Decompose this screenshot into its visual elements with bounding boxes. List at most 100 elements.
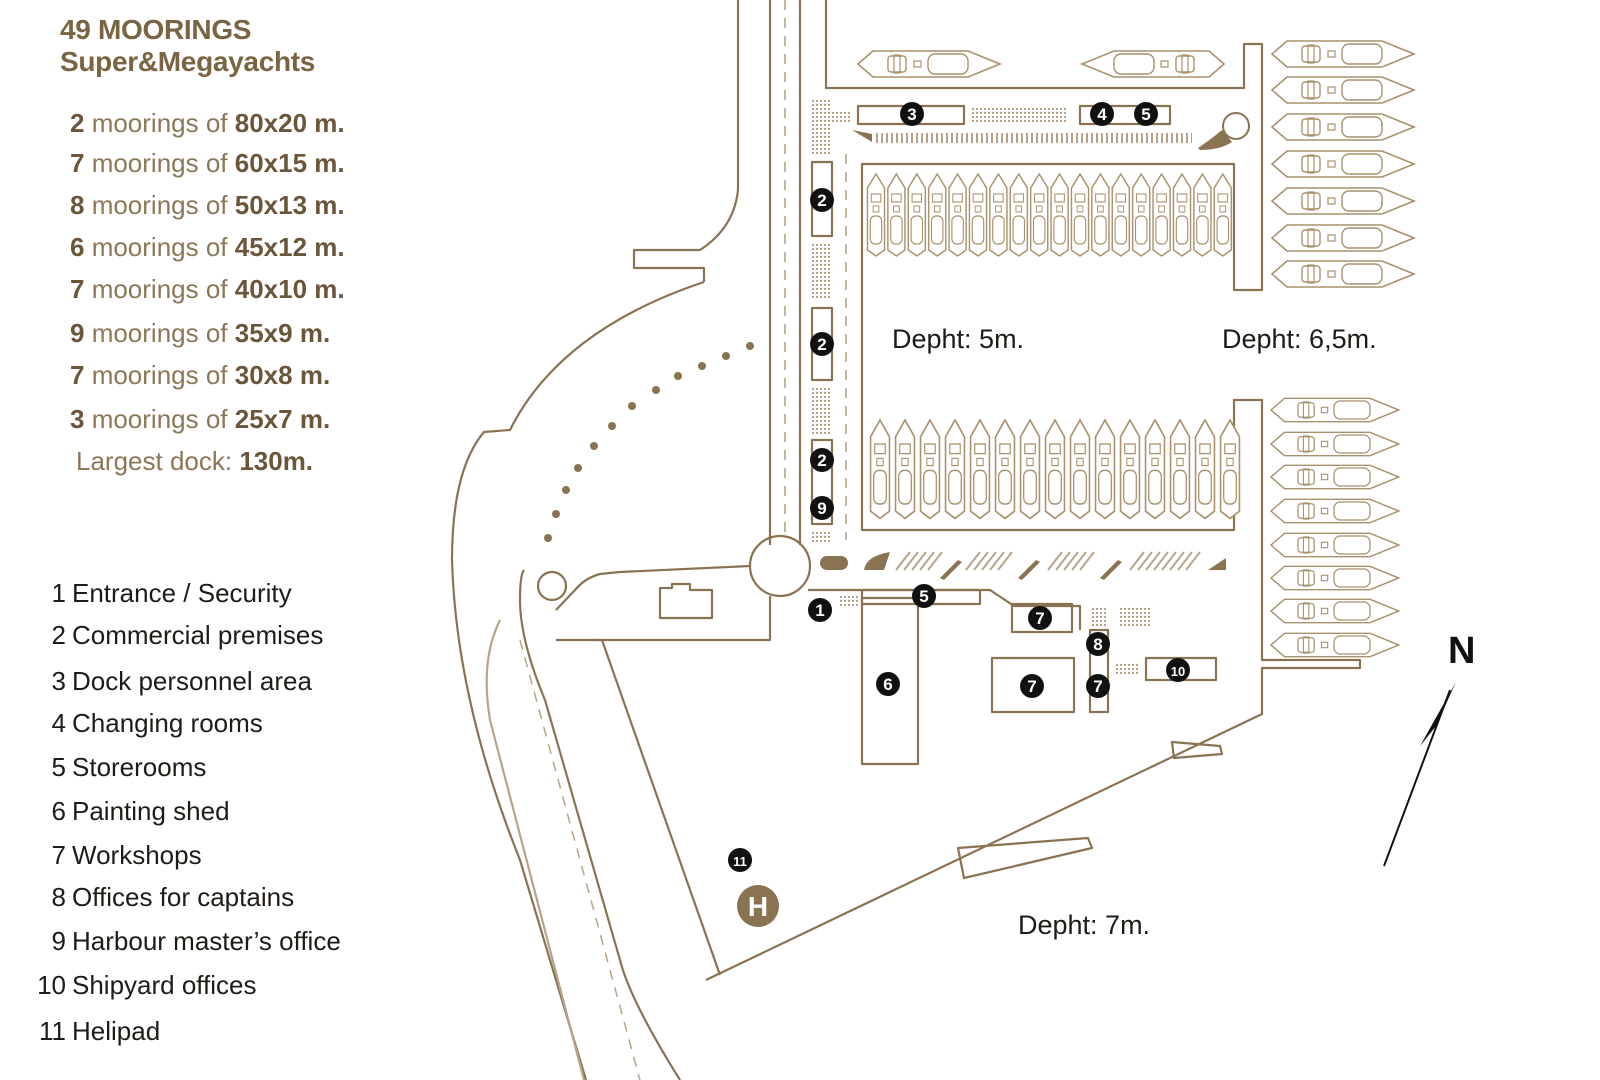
legend-label: Changing rooms xyxy=(72,708,263,738)
mooring-text: moorings of xyxy=(84,404,235,434)
mooring-size: 80x20 m. xyxy=(234,108,345,138)
depth-label-south: Depht: 7m. xyxy=(1018,910,1151,940)
marker-number: 3 xyxy=(907,105,916,124)
mooring-count: 9 xyxy=(70,318,85,348)
yacht-icon xyxy=(1131,173,1151,257)
legend-number: 10 xyxy=(37,970,66,1000)
map-marker: 11 xyxy=(728,848,752,872)
mooring-text: moorings of xyxy=(84,148,235,178)
largest-dock-value: 130m. xyxy=(239,446,314,476)
yacht-icon xyxy=(927,173,947,257)
marker-number: 9 xyxy=(817,499,826,518)
marker-number: 6 xyxy=(883,675,892,694)
yacht-icon xyxy=(1270,431,1400,457)
yacht-icon xyxy=(1119,419,1141,520)
legend-number: 4 xyxy=(51,708,66,738)
legend-number: 6 xyxy=(51,796,66,826)
yacht-icon xyxy=(948,173,967,257)
yacht-icon xyxy=(1172,173,1192,257)
map-marker: 5 xyxy=(912,584,936,608)
marker-number: 7 xyxy=(1027,677,1036,696)
mooring-count: 8 xyxy=(70,190,85,220)
yacht-icon xyxy=(1094,419,1116,520)
marker-dot xyxy=(912,584,936,608)
legend-number: 11 xyxy=(39,1016,66,1046)
yacht-icon xyxy=(1213,173,1233,257)
yacht-icon xyxy=(1270,532,1400,558)
heading-title: 49 MOORINGS xyxy=(60,14,252,45)
north-arrow-icon xyxy=(1383,682,1456,867)
yacht-icon xyxy=(866,173,886,257)
map-marker: 1 xyxy=(808,598,832,622)
legend-number: 2 xyxy=(51,620,66,650)
legend-number: 7 xyxy=(51,840,66,870)
moorings-heading: 49 MOORINGS Super&Megayachts xyxy=(60,14,315,78)
yacht-icon xyxy=(1271,76,1415,104)
legend-label: Painting shed xyxy=(72,796,230,826)
largest-dock: Largest dock: 130m. xyxy=(76,446,313,477)
marker-dot xyxy=(1020,674,1044,698)
yacht-icon xyxy=(1270,632,1400,658)
yacht-icon xyxy=(1270,464,1400,490)
yacht-icon xyxy=(1144,419,1166,520)
yacht-icon xyxy=(1271,187,1415,215)
marker-dot xyxy=(808,598,832,622)
yacht-icon xyxy=(969,419,991,520)
mooring-text: moorings of xyxy=(84,318,235,348)
mooring-size: 60x15 m. xyxy=(234,148,345,178)
marker-dot xyxy=(1134,102,1158,126)
yacht-icon xyxy=(1270,598,1400,624)
mooring-text: moorings of xyxy=(84,274,235,304)
yacht-icon xyxy=(1271,260,1415,288)
legend-label: Shipyard offices xyxy=(72,970,257,1000)
legend-label: Dock personnel area xyxy=(72,666,312,696)
mooring-count: 7 xyxy=(70,360,85,390)
yacht-icon xyxy=(1044,419,1066,520)
map-marker: 10 xyxy=(1166,658,1190,682)
outer-breakwater-edge xyxy=(450,280,705,1080)
marker-number: 5 xyxy=(1141,105,1150,124)
marker-number: 11 xyxy=(733,854,747,869)
largest-dock-label: Largest dock: xyxy=(76,446,240,476)
marker-dot xyxy=(1090,102,1114,126)
mooring-text: moorings of xyxy=(84,108,235,138)
map-marker: 4 xyxy=(1090,102,1114,126)
yacht-icon xyxy=(989,173,1008,257)
yacht-icon xyxy=(907,173,927,257)
map-marker: 8 xyxy=(1086,632,1110,656)
yacht-icon xyxy=(1111,173,1131,257)
legend-label: Harbour master’s office xyxy=(72,926,341,956)
mooring-item: 8 moorings of 50x13 m. xyxy=(70,190,345,221)
depth-label-inner: Depht: 5m. xyxy=(892,324,1025,354)
yacht-icon xyxy=(1271,150,1415,178)
map-marker: 7 xyxy=(1028,606,1052,630)
legend-label: Commercial premises xyxy=(72,620,324,650)
helipad-icon: H xyxy=(737,885,779,927)
marker-number: 7 xyxy=(1093,677,1102,696)
yacht-icon xyxy=(1271,40,1415,68)
map-marker: 9 xyxy=(810,496,834,520)
map-marker: 2 xyxy=(810,332,834,356)
mooring-count: 2 xyxy=(70,108,85,138)
legend-number: 5 xyxy=(51,752,66,782)
yacht-icon xyxy=(944,419,966,520)
legend-label: Storerooms xyxy=(72,752,207,782)
yacht-icon xyxy=(1219,419,1241,520)
marker-dot xyxy=(810,332,834,356)
marker-dot xyxy=(1086,674,1110,698)
marker-dot xyxy=(900,102,924,126)
marker-number: 2 xyxy=(817,191,826,210)
yacht-icon xyxy=(1270,397,1400,423)
dotted-arc xyxy=(544,342,754,542)
legend-label: Offices for captains xyxy=(72,882,295,912)
legend-number: 8 xyxy=(51,882,66,912)
marker-dot xyxy=(1086,632,1110,656)
mooring-text: moorings of xyxy=(84,360,235,390)
